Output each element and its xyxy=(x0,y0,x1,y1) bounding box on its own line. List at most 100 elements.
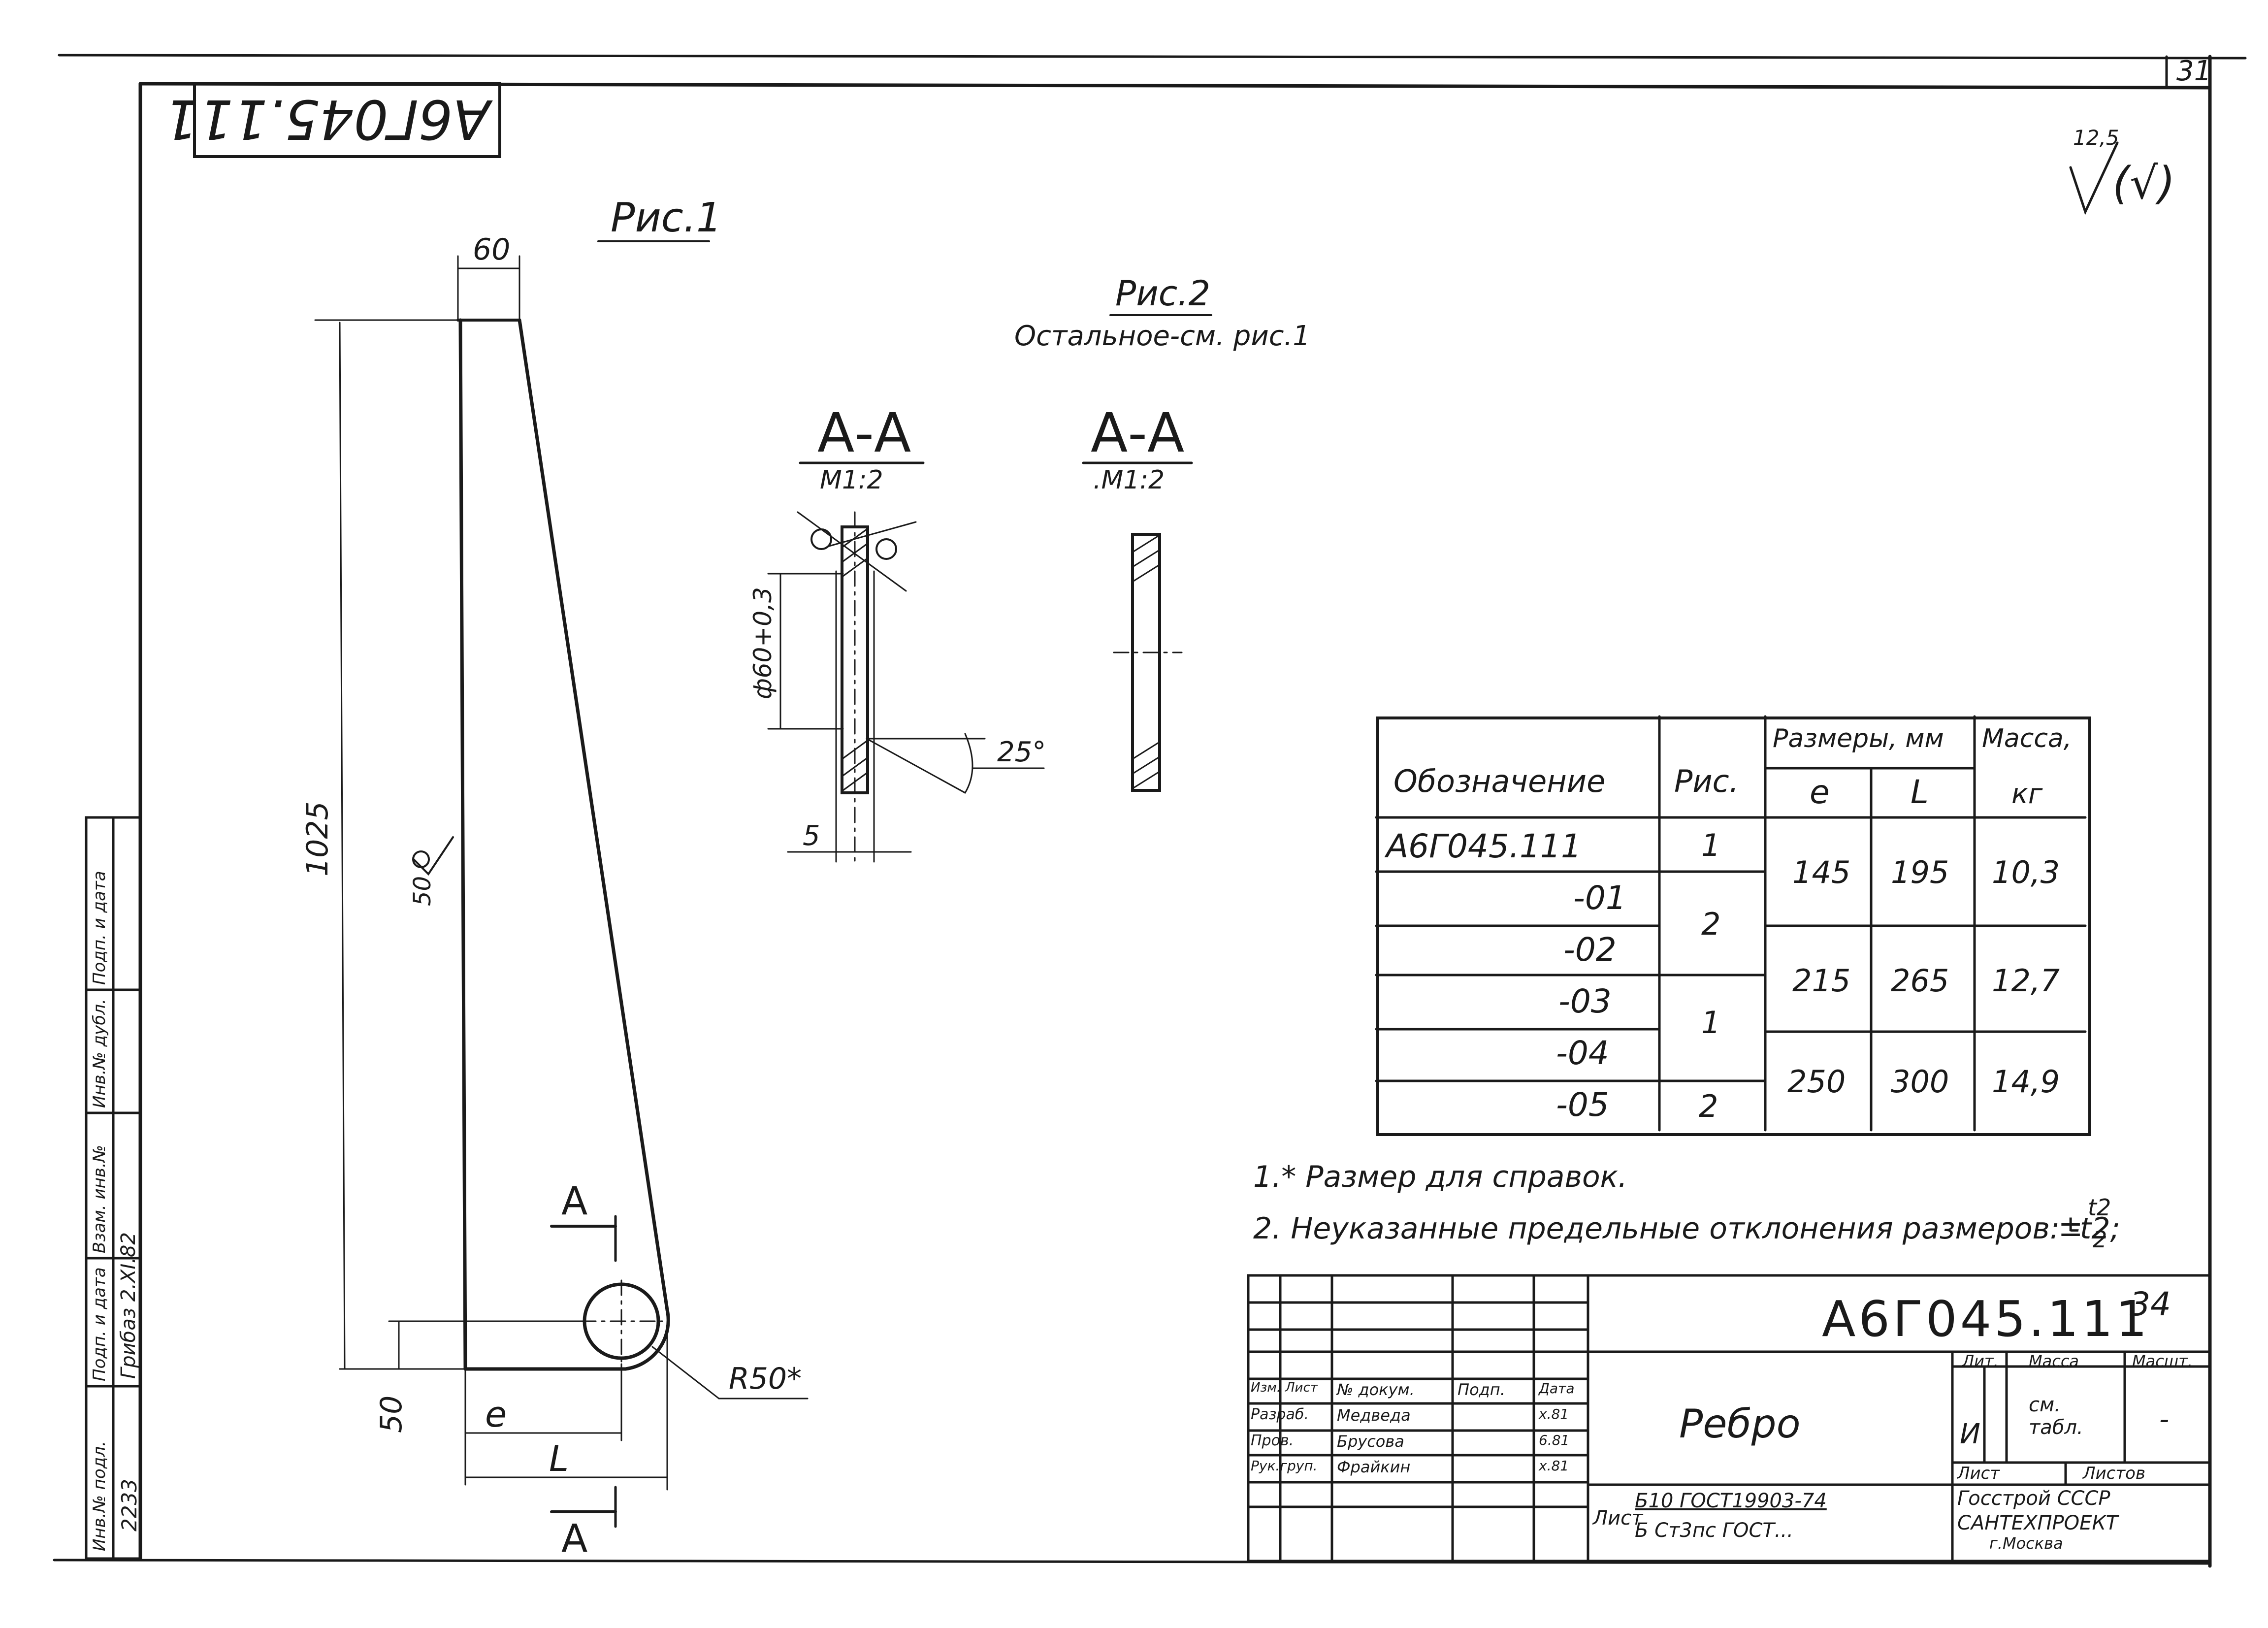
sheet-top-edge xyxy=(58,54,2247,60)
header-mass: Масса, xyxy=(1982,724,2072,753)
staff-header: № докум. xyxy=(1337,1380,1415,1399)
spec-table-grid xyxy=(1375,715,2087,1132)
section-left-label: А-А xyxy=(817,401,911,464)
value-mass: 12,7 xyxy=(1992,963,2060,999)
rib-left-edge xyxy=(458,318,467,1371)
frame-bottom xyxy=(53,1559,2211,1565)
figure2-title: Рис.2 xyxy=(1115,273,1210,314)
value-mass: 10,3 xyxy=(1992,854,2060,890)
tb-sheets-label: Листов xyxy=(2083,1464,2146,1483)
dim-height: 1025 xyxy=(300,801,335,877)
section-left-thickness: 5 xyxy=(803,820,820,852)
figure1-title: Рис.1 xyxy=(611,195,722,241)
staff-role: Рук.груп. xyxy=(1251,1458,1318,1474)
note-2-fraction-top: t2 xyxy=(2088,1194,2111,1221)
value-mass: 14,9 xyxy=(1992,1064,2060,1100)
staff-date: х.81 xyxy=(1539,1458,1569,1474)
header-figure: Рис. xyxy=(1674,763,1739,799)
stamp-label: Инв.№ подл. xyxy=(90,1441,109,1551)
staff-name: Медведа xyxy=(1337,1406,1411,1425)
value-e: 250 xyxy=(1787,1064,1846,1100)
value-e: 215 xyxy=(1792,963,1851,999)
tb-lit-value: И xyxy=(1960,1418,1980,1450)
staff-header: Лист xyxy=(1285,1380,1318,1395)
stamp-label: Подп. и дата xyxy=(90,1267,109,1381)
section-mark-bottom: А xyxy=(561,1517,588,1561)
roughness-side: 50 xyxy=(409,876,436,906)
tb-lit-header: Лит. xyxy=(1962,1352,1999,1370)
tb-scale-header: Масшт. xyxy=(2132,1352,2193,1370)
row-figure: 1 xyxy=(1701,827,1721,863)
header-kg: кг xyxy=(2011,778,2043,810)
tb-org: Госстрой СССР xyxy=(1957,1487,2110,1510)
tb-material-label: Лист xyxy=(1593,1507,1643,1530)
section-right-label: А-А xyxy=(1091,401,1185,464)
section-right-body xyxy=(1131,533,1161,792)
note-1: 1.* Размер для справок. xyxy=(1253,1160,1627,1194)
tb-material-top: Б10 ГОСТ19903-74 xyxy=(1635,1490,1827,1512)
section-right-scale: .М1:2 xyxy=(1093,465,1165,495)
roughness-value: 12,5 xyxy=(2073,126,2119,150)
staff-header: Подп. xyxy=(1458,1380,1505,1399)
header-designation: Обозначение xyxy=(1393,763,1606,799)
rib-sloped-edge xyxy=(518,318,669,1312)
section-left-diameter: ф60+0,3 xyxy=(748,587,777,699)
tb-org: САНТЕХПРОЕКТ xyxy=(1957,1512,2118,1534)
tb-sheet-label: Лист xyxy=(1957,1464,2000,1483)
sheet-number: 31 xyxy=(2176,55,2212,87)
row-designation: -01 xyxy=(1573,879,1626,917)
row-designation: -04 xyxy=(1556,1034,1609,1072)
dim-L: L xyxy=(549,1438,569,1479)
figure2-subtitle: Остальное-см. рис.1 xyxy=(1014,320,1310,352)
staff-header: Дата xyxy=(1539,1380,1575,1397)
staff-date: 6.81 xyxy=(1539,1432,1570,1448)
title-block-grid xyxy=(1247,1274,2211,1563)
stamp-value-sign: Грибаз 2.XI.82 xyxy=(117,1232,140,1379)
dim-e: e xyxy=(485,1394,507,1435)
tb-code: А6Г045.111 xyxy=(1822,1290,2150,1348)
stamp-label: Подп. и дата xyxy=(90,871,109,985)
stamp-value-inv: 2233 xyxy=(117,1479,141,1531)
staff-header: Изм. xyxy=(1251,1380,1281,1395)
left-stamp-grid xyxy=(85,816,142,1560)
tb-name: Ребро xyxy=(1679,1401,1801,1447)
staff-role: Пров. xyxy=(1251,1432,1294,1449)
section-left-angle: 25° xyxy=(997,736,1046,768)
row-figure: 1 xyxy=(1701,1005,1721,1041)
section-left-scale: М1:2 xyxy=(820,465,883,495)
stamp-label: Взам. инв.№ xyxy=(90,1144,109,1253)
tb-mass-header: Масса xyxy=(2029,1352,2079,1370)
spec-table xyxy=(1376,716,2091,1136)
header-L: L xyxy=(1911,773,1929,811)
staff-date: х.81 xyxy=(1539,1406,1569,1422)
row-figure: 2 xyxy=(1699,1088,1718,1124)
note-2-pm: ± xyxy=(2058,1209,2083,1243)
staff-name: Брусова xyxy=(1337,1432,1404,1451)
rotated-code: А6Г045.111 xyxy=(164,88,490,151)
tb-material-bottom: Б Ст3пс ГОСТ... xyxy=(1635,1519,1793,1542)
row-designation: А6Г045.111 xyxy=(1386,827,1582,865)
value-L: 195 xyxy=(1891,854,1949,890)
row-designation: -02 xyxy=(1563,931,1617,969)
staff-name: Фрайкин xyxy=(1337,1458,1411,1476)
rotated-code-box xyxy=(193,82,501,158)
dim-bottom: 50 xyxy=(374,1395,409,1433)
rib-corner-arc xyxy=(623,1308,670,1371)
tb-org: г.Москва xyxy=(1989,1534,2063,1553)
stamp-label: Инв.№ дубл. xyxy=(90,999,109,1108)
note-2: 2. Неуказанные предельные отклонения раз… xyxy=(1253,1211,2120,1246)
section-mark-top: А xyxy=(561,1179,588,1224)
dim-width-top: 60 xyxy=(473,232,511,267)
tb-scale-value: - xyxy=(2159,1403,2170,1435)
roughness-suffix: (√) xyxy=(2112,158,2175,209)
header-dims: Размеры, мм xyxy=(1773,724,1944,753)
dim-line-1025 xyxy=(339,322,346,1370)
row-designation: -05 xyxy=(1556,1086,1609,1124)
row-figure: 2 xyxy=(1701,906,1721,942)
staff-role: Разраб. xyxy=(1251,1406,1309,1423)
tb-code-annot: 34 xyxy=(2130,1285,2171,1323)
note-2-fraction-bottom: 2 xyxy=(2093,1226,2107,1253)
value-L: 300 xyxy=(1891,1064,1949,1100)
tb-mass-value: см. табл. xyxy=(2029,1394,2083,1439)
